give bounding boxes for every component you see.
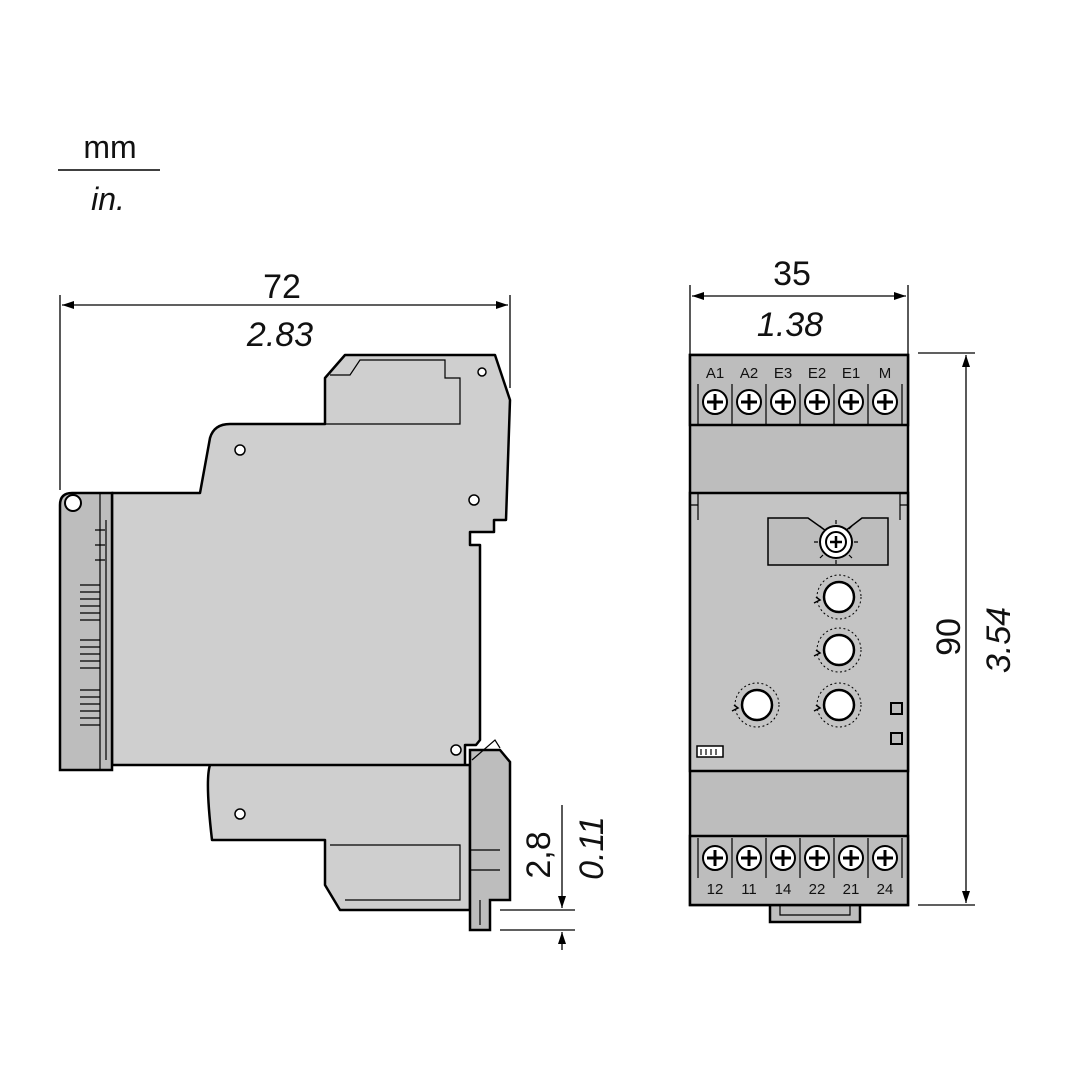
terminal-label: 24 [877, 881, 894, 898]
terminal-label: A1 [706, 365, 724, 382]
screw-icon [838, 845, 864, 871]
side-cover-edge [99, 493, 107, 770]
terminal-label: M [879, 365, 892, 382]
screw-icon [702, 389, 728, 415]
screw-icon [736, 845, 762, 871]
side-terminal-ribs [80, 529, 105, 726]
rail-offset-dimension: 2,8 0.11 [500, 805, 611, 950]
side-rail-latch [468, 748, 512, 932]
rail-offset-mm: 2,8 [520, 831, 558, 878]
top-terminal-dividers [697, 384, 903, 424]
width-in: 1.38 [757, 306, 823, 344]
screw-icon [838, 389, 864, 415]
height-mm: 90 [930, 618, 968, 656]
terminal-label: 12 [707, 881, 724, 898]
bottom-terminal-block [688, 834, 910, 907]
terminal-label: E2 [808, 365, 826, 382]
side-hole [477, 367, 487, 377]
terminal-label: E3 [774, 365, 792, 382]
side-hole [450, 744, 462, 756]
front-din-clip [768, 905, 862, 924]
bottom-terminal-dividers [697, 838, 903, 878]
side-housing [110, 353, 512, 912]
side-rail-latch-detail [470, 739, 501, 925]
rail-offset-in: 0.11 [573, 816, 611, 880]
screw-icon [736, 389, 762, 415]
depth-in: 2.83 [246, 316, 313, 354]
side-hole [468, 494, 480, 506]
front-view: A1 A2 E3 E2 E1 M [688, 353, 910, 924]
screw-icon [872, 845, 898, 871]
bottom-terminals: 12 11 14 22 21 24 [697, 838, 903, 898]
led-indicator [890, 732, 903, 745]
side-hole [234, 808, 246, 820]
terminal-label: 22 [809, 881, 826, 898]
setting-dial [813, 574, 862, 620]
front-width-dimension: 35 1.38 [689, 255, 909, 355]
side-hinge-hole [64, 494, 82, 512]
terminal-label: 11 [741, 881, 757, 898]
side-hole [234, 444, 246, 456]
side-depth-dimension: 72 2.83 [59, 268, 511, 490]
unit-in: in. [91, 181, 125, 217]
units-legend: mm in. [58, 129, 160, 217]
side-front-cover [58, 491, 114, 772]
width-mm: 35 [773, 255, 811, 293]
setting-dial [731, 682, 780, 728]
top-terminals: A1 A2 E3 E2 E1 M [697, 365, 903, 424]
front-height-dimension: 90 3.54 [918, 352, 1018, 906]
side-view [58, 353, 512, 932]
setting-dial [813, 627, 862, 673]
screw-icon [702, 845, 728, 871]
height-in: 3.54 [980, 607, 1018, 673]
screw-icon [804, 845, 830, 871]
side-bottom-clip [330, 844, 461, 901]
screw-icon [804, 389, 830, 415]
side-top-clip [325, 359, 461, 425]
terminal-label: 14 [775, 881, 792, 898]
terminal-label: A2 [740, 365, 758, 382]
setting-dial [813, 682, 862, 728]
screw-icon [770, 389, 796, 415]
function-selector [767, 517, 889, 566]
led-indicator [890, 702, 903, 715]
screw-icon [770, 845, 796, 871]
marker-slot [696, 745, 724, 758]
unit-mm: mm [83, 129, 136, 165]
terminal-label: 21 [843, 881, 860, 898]
screw-icon [872, 389, 898, 415]
depth-mm: 72 [263, 268, 301, 306]
terminal-label: E1 [842, 365, 860, 382]
